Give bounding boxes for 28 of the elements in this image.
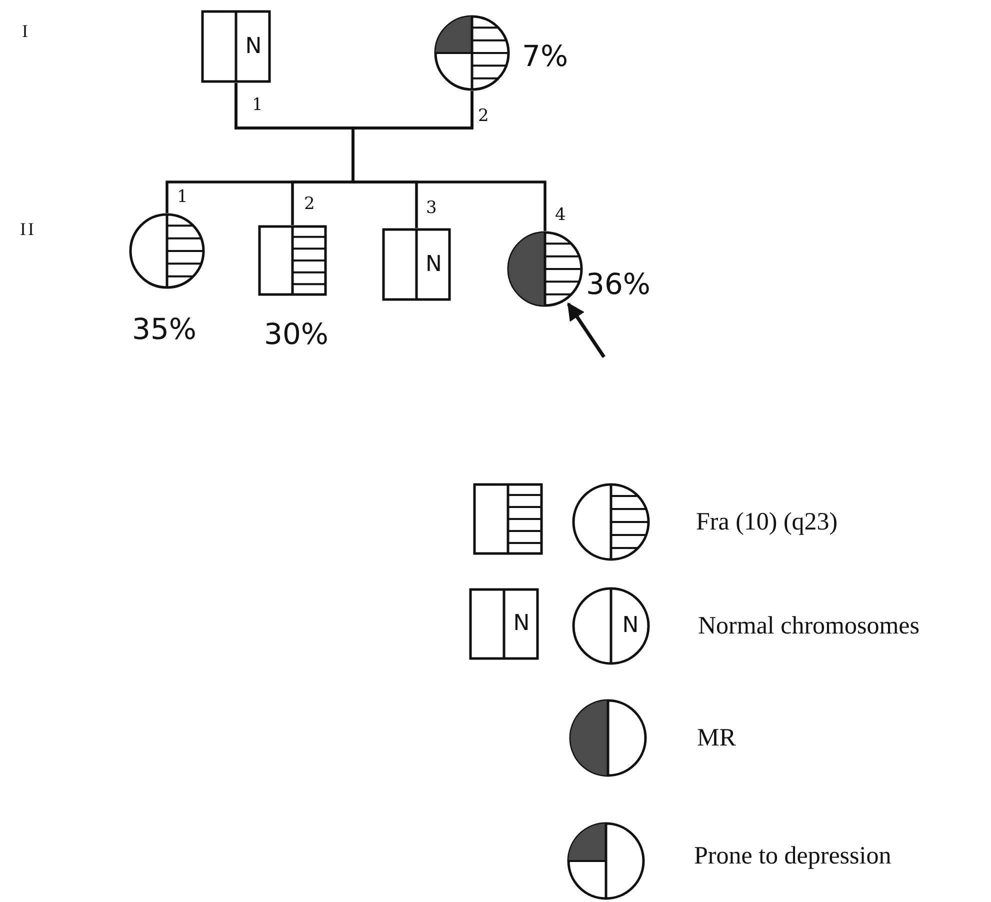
individual-number: 2 (478, 108, 489, 125)
percentage-label: 7% (522, 42, 568, 71)
legend-label: Normal chromosomes (698, 614, 920, 638)
proband-arrow (566, 302, 606, 358)
percentage-label: 35% (132, 315, 196, 344)
female-symbol (434, 15, 510, 91)
male-symbol (382, 228, 451, 301)
descent-line (352, 91, 546, 231)
letter-label: N (426, 254, 442, 276)
individual-number: 1 (252, 97, 263, 114)
individual-number: 3 (426, 200, 437, 217)
female-symbol (129, 213, 205, 289)
letter-label: N (622, 615, 639, 637)
letter-label: N (513, 613, 530, 635)
legend-label: MR (697, 726, 736, 750)
percentage-label: 36% (586, 270, 650, 299)
legend-label: Prone to depression (694, 844, 892, 868)
individual-number: 1 (177, 189, 188, 206)
male-symbol (201, 10, 271, 83)
generation-label: I (22, 22, 30, 40)
female-symbol (507, 231, 583, 307)
legend-label: Fra (10) (q23) (696, 510, 838, 534)
letter-label: N (245, 36, 262, 58)
individual-number: 4 (555, 207, 566, 224)
male-symbol (258, 225, 327, 296)
individual-number: 2 (304, 196, 315, 213)
percentage-label: 30% (264, 320, 328, 349)
generation-label: II (20, 220, 36, 238)
